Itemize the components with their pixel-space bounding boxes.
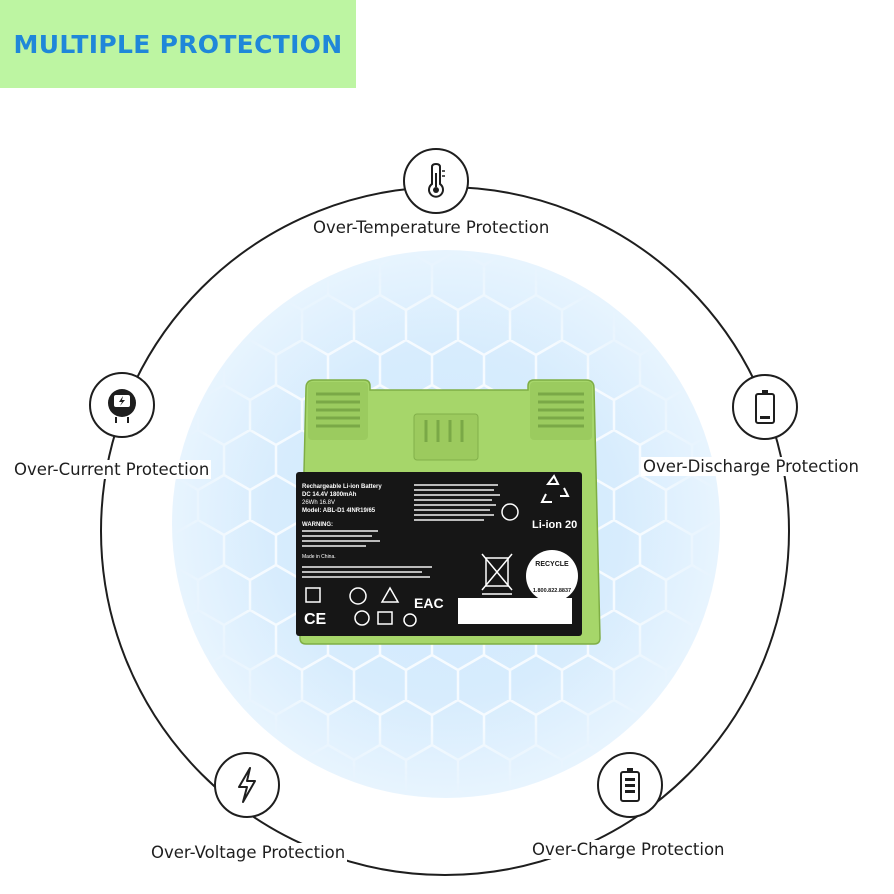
eac-mark: EAC (414, 595, 444, 611)
power-meter-icon (108, 389, 136, 423)
battery-label-line4: Model: ABL-D1 4INR19/65 (302, 508, 376, 514)
discharge-protection-label: Over-Discharge Protection (641, 457, 861, 476)
temperature-protection-label: Over-Temperature Protection (311, 218, 552, 237)
page-title: MULTIPLE PROTECTION (13, 29, 343, 59)
recycle-badge-text: RECYCLE (535, 561, 569, 568)
lightning-bolt-icon (238, 767, 256, 803)
serial-label-box (458, 598, 572, 624)
battery-label-made-in: Made in China. (302, 554, 336, 560)
cert-mark-icon (349, 587, 367, 605)
crossed-bin-icon (481, 553, 513, 595)
grid-mark-icon (377, 611, 393, 625)
battery-label-line2: DC 14.4V 1800mAh (302, 492, 357, 498)
battery-illustration: Rechargeable Li-ion Battery DC 14.4V 180… (296, 379, 601, 645)
voltage-icon-circle (214, 752, 280, 818)
ground-symbol-icon (501, 503, 519, 521)
battery-label-line3: 26Wh 16.8V (302, 500, 335, 506)
chemistry-label: Li-ion 20 (532, 519, 577, 531)
discharge-icon-circle (732, 374, 798, 440)
charge-icon-circle (597, 752, 663, 818)
battery-label-warning: WARNING: (302, 522, 333, 528)
ten-year-mark-icon (403, 613, 417, 627)
battery-label-line1: Rechargeable Li-ion Battery (302, 484, 382, 490)
leaf-mark-icon (354, 610, 370, 626)
voltage-protection-label: Over-Voltage Protection (149, 843, 348, 862)
triangle-mark-icon (380, 586, 400, 603)
temperature-icon-circle (403, 148, 469, 214)
header-banner: MULTIPLE PROTECTION (0, 0, 356, 88)
battery-empty-icon (755, 390, 775, 424)
charge-protection-label: Over-Charge Protection (530, 840, 727, 859)
recycle-badge (526, 550, 578, 602)
recycle-badge-phone: 1.800.822.8837 (533, 588, 571, 594)
manual-icon (305, 587, 321, 603)
recycle-icon (540, 474, 570, 503)
thermometer-icon (428, 163, 445, 198)
current-protection-label: Over-Current Protection (12, 460, 212, 479)
current-icon-circle (89, 372, 155, 438)
ce-mark: CE (304, 611, 327, 628)
battery-full-icon (620, 768, 640, 802)
